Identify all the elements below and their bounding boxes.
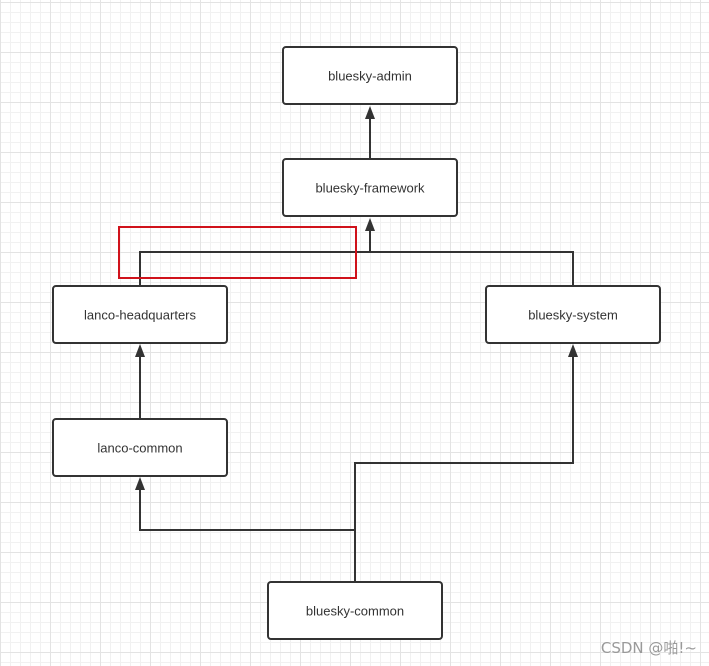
node-bluesky-admin[interactable]: bluesky-admin [282, 46, 458, 105]
arrow-into-lancocommon [135, 477, 145, 490]
node-box [52, 418, 228, 477]
node-label: lanco-headquarters [84, 308, 197, 323]
node-label: bluesky-common [306, 604, 404, 619]
edge-blueskycommon-to-system [354, 356, 574, 530]
watermark-text: CSDN @啪!~ [600, 639, 697, 657]
node-box [282, 46, 458, 105]
node-box [485, 285, 661, 344]
edge-headquarters-to-framework [139, 229, 371, 286]
edges [135, 106, 578, 582]
arrow-into-admin [365, 106, 375, 119]
arrow-into-headquarters [135, 344, 145, 357]
node-label: bluesky-system [528, 308, 618, 323]
edge-system-to-framework [370, 251, 574, 286]
highlight-box [118, 226, 357, 279]
arrow-into-framework [365, 218, 375, 231]
node-lanco-headquarters[interactable]: lanco-headquarters [52, 285, 228, 344]
node-bluesky-system[interactable]: bluesky-system [485, 285, 661, 344]
node-label: bluesky-framework [315, 181, 425, 196]
node-box [267, 581, 443, 640]
node-box [52, 285, 228, 344]
node-label: lanco-common [97, 441, 182, 456]
node-bluesky-common[interactable]: bluesky-common [267, 581, 443, 640]
node-lanco-common[interactable]: lanco-common [52, 418, 228, 477]
arrow-into-system [568, 344, 578, 357]
edge-blueskycommon-to-lancocommon [139, 489, 356, 582]
node-box [282, 158, 458, 217]
node-bluesky-framework[interactable]: bluesky-framework [282, 158, 458, 217]
node-label: bluesky-admin [328, 69, 412, 84]
